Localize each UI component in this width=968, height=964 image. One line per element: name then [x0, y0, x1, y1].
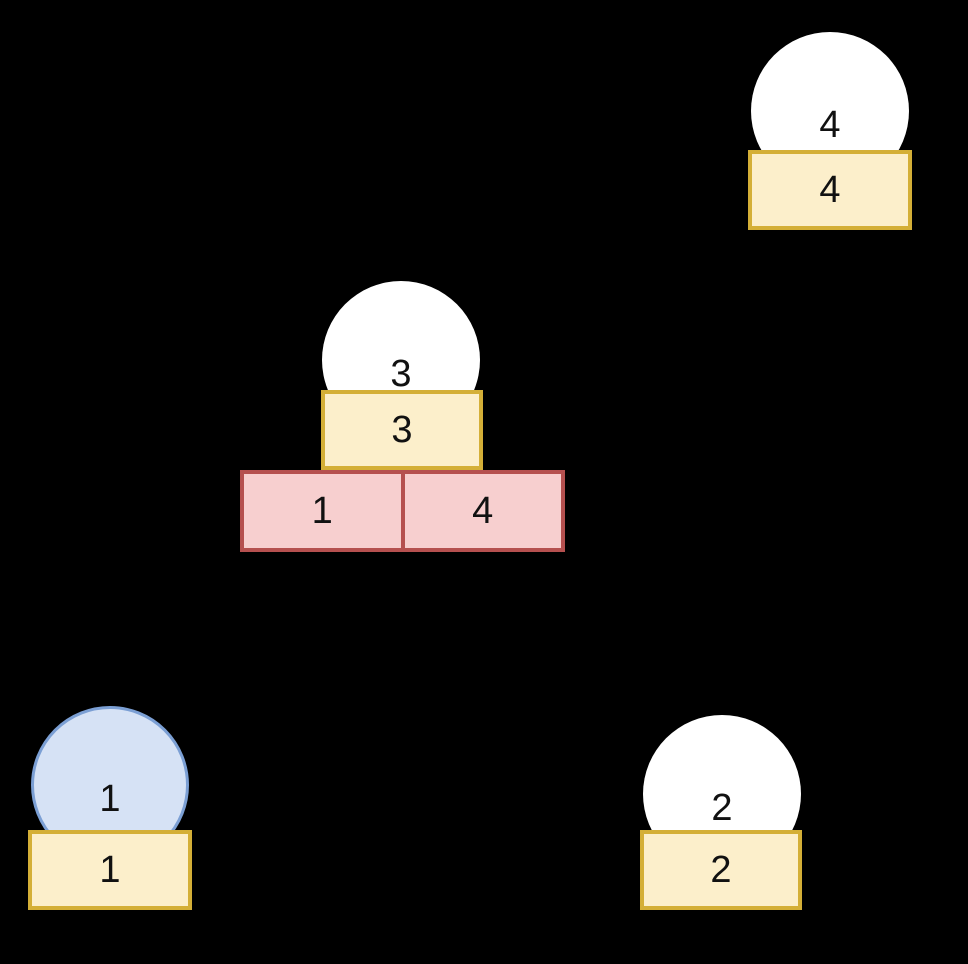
- node-box-3[interactable]: 3: [321, 390, 483, 470]
- node-box-1[interactable]: 1: [28, 830, 192, 910]
- node-box-label: 4: [819, 169, 841, 211]
- list-cell[interactable]: 4: [400, 474, 561, 548]
- node-circle-label: 4: [819, 104, 841, 146]
- list-cell[interactable]: 1: [244, 474, 401, 548]
- node-circle-label: 3: [390, 353, 412, 395]
- list-cell-label: 4: [472, 490, 494, 532]
- node-box-label: 2: [710, 849, 732, 891]
- list-cell-label: 1: [311, 490, 333, 532]
- node-box-4[interactable]: 4: [748, 150, 912, 230]
- node-circle-label: 2: [711, 787, 733, 829]
- node-circle-label: 1: [99, 778, 121, 820]
- node-box-2[interactable]: 2: [640, 830, 802, 910]
- node-box-label: 1: [99, 849, 121, 891]
- node-box-label: 3: [391, 409, 413, 451]
